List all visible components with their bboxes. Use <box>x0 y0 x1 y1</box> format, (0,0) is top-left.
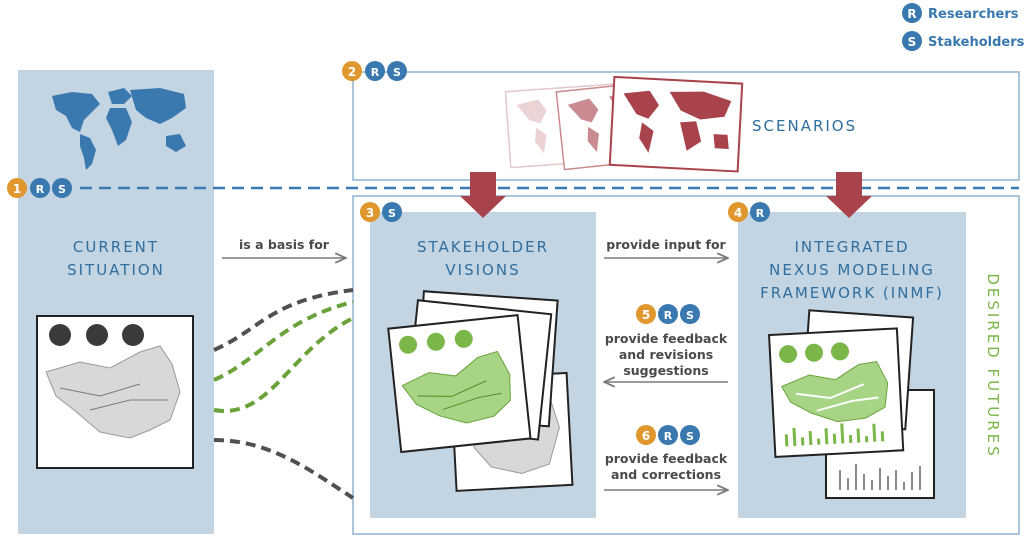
step5-badge <box>636 304 656 324</box>
stakeholder-legend-letter: S <box>908 35 917 49</box>
step6-number: 6 <box>642 429 650 443</box>
step2-stakeholder-badge <box>387 61 407 81</box>
scenarios-title: SCENARIOS <box>752 117 857 135</box>
step2-researcher-letter: R <box>371 66 380 79</box>
researcher-legend-letter: R <box>907 7 916 21</box>
step6-stakeholder-letter: S <box>686 430 694 443</box>
step5-stakeholder-letter: S <box>686 309 694 322</box>
visions-title-line1: STAKEHOLDER <box>417 238 549 256</box>
step2-stakeholder-letter: S <box>393 66 401 79</box>
dashed-connector-curves <box>213 288 355 500</box>
step4-number: 4 <box>734 206 742 220</box>
stakeholder-legend-badge <box>902 31 922 51</box>
step2-badge <box>342 61 362 81</box>
feedback-label-line1: provide feedback <box>605 331 728 346</box>
scenario-arrow-left <box>460 172 506 218</box>
step5-number: 5 <box>642 308 650 322</box>
inmf-title-line3: FRAMEWORK (INMF) <box>760 284 944 302</box>
current-title-line2: SITUATION <box>67 261 165 279</box>
step5-researcher-letter: R <box>664 309 673 322</box>
road-icon <box>86 324 108 346</box>
vision-lightbulb-icon <box>399 335 418 354</box>
step1-stakeholder-badge <box>52 178 72 198</box>
step6-stakeholder-badge <box>680 425 700 445</box>
vision-watershed-map <box>401 350 511 424</box>
current-situation-card <box>36 315 194 469</box>
step6-researcher-badge <box>658 425 678 445</box>
step1-badge <box>7 178 27 198</box>
vision-field-icon <box>454 329 473 348</box>
researcher-legend-badge <box>902 3 922 23</box>
step3-badge <box>360 202 380 222</box>
step3-number: 3 <box>366 206 374 220</box>
corrections-label-line2: and corrections <box>611 467 721 482</box>
inmf-gray-barcode <box>839 464 921 490</box>
inmf-watershed-map <box>781 360 889 423</box>
feedback-label-line2: and revisions <box>619 347 713 362</box>
legend: R Researchers S Stakeholders <box>902 3 1024 51</box>
input-label: provide input for <box>606 237 726 252</box>
step2-researcher-badge <box>365 61 385 81</box>
inmf-field-icon <box>830 342 849 361</box>
inmf-title-line2: NEXUS MODELING <box>769 261 935 279</box>
step1-researcher-letter: R <box>36 183 45 196</box>
step3-stakeholder-letter: S <box>388 207 396 220</box>
step4-researcher-letter: R <box>756 207 765 220</box>
inmf-title-line1: INTEGRATED <box>794 238 909 256</box>
step5-researcher-badge <box>658 304 678 324</box>
inmf-road-icon <box>805 343 824 362</box>
researcher-legend-label: Researchers <box>928 7 1019 22</box>
vision-road-icon <box>426 332 445 351</box>
world-map-icon <box>52 88 186 170</box>
step6-badge <box>636 425 656 445</box>
scenario-maps <box>504 75 744 173</box>
step4-badge <box>728 202 748 222</box>
current-title-line1: CURRENT <box>73 238 159 256</box>
corrections-label-line1: provide feedback <box>605 451 728 466</box>
scenario-map-dark <box>608 75 744 173</box>
step3-stakeholder-badge <box>382 202 402 222</box>
vision-cards <box>387 290 574 492</box>
scenario-arrow-right <box>826 172 872 218</box>
step5-stakeholder-badge <box>680 304 700 324</box>
basis-label: is a basis for <box>239 237 330 252</box>
step1-number: 1 <box>13 182 21 196</box>
feedback-label-line3: suggestions <box>623 363 708 378</box>
inmf-cards <box>767 309 935 499</box>
stakeholder-legend-label: Stakeholders <box>928 35 1024 50</box>
desired-futures-label: DESIRED FUTURES <box>984 273 1002 458</box>
lightbulb-icon <box>49 324 71 346</box>
inmf-bar-chart <box>784 423 885 447</box>
field-icon <box>122 324 144 346</box>
inmf-lightbulb-icon <box>779 345 798 364</box>
step1-researcher-badge <box>30 178 50 198</box>
visions-title-line2: VISIONS <box>445 261 520 279</box>
step4-researcher-badge <box>750 202 770 222</box>
step2-number: 2 <box>348 65 356 79</box>
step1-stakeholder-letter: S <box>58 183 66 196</box>
step6-researcher-letter: R <box>664 430 673 443</box>
